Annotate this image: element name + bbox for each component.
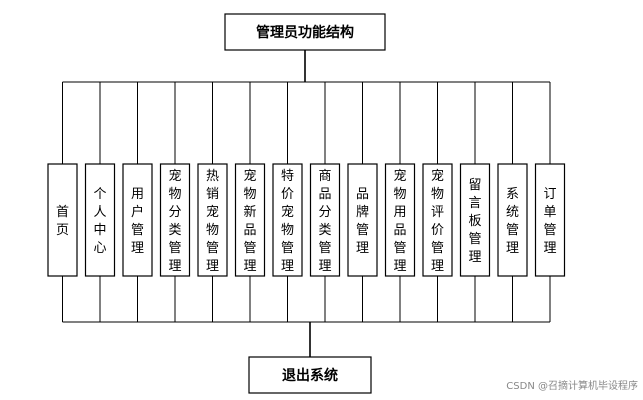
exit-node-label: 退出系统 bbox=[282, 367, 338, 384]
function-item-rect bbox=[459, 163, 491, 277]
function-item-label: 系统管理 bbox=[506, 187, 519, 256]
function-item-rect bbox=[422, 163, 453, 277]
function-item-rect bbox=[159, 163, 191, 277]
function-item-label: 首页 bbox=[56, 205, 69, 238]
function-item-box: 留言板管理 bbox=[459, 163, 491, 277]
function-item-label: 宠物新品管理 bbox=[243, 168, 256, 274]
function-item-rect bbox=[122, 163, 153, 277]
function-item-label: 用户管理 bbox=[131, 187, 144, 256]
function-item-label: 宠物分类管理 bbox=[168, 168, 181, 274]
function-item-rect bbox=[384, 163, 416, 277]
function-item-box: 品牌管理 bbox=[347, 163, 378, 277]
function-item-rect bbox=[234, 163, 266, 277]
function-item-label: 商品分类管理 bbox=[318, 169, 331, 274]
function-item-rect bbox=[272, 163, 303, 277]
function-item-box: 宠物新品管理 bbox=[234, 163, 266, 277]
function-item-label: 订单管理 bbox=[543, 187, 556, 256]
function-item-box: 宠物评价管理 bbox=[422, 163, 453, 277]
exit-node: 退出系统 bbox=[248, 356, 372, 394]
function-item-label: 热销宠物管理 bbox=[206, 169, 219, 274]
function-item-box: 宠物分类管理 bbox=[159, 163, 191, 277]
function-item-box: 热销宠物管理 bbox=[197, 163, 228, 277]
root-node: 管理员功能结构 bbox=[224, 13, 386, 51]
function-item-rect bbox=[84, 163, 116, 277]
function-item-rect bbox=[47, 163, 78, 277]
function-item-label: 宠物评价管理 bbox=[431, 168, 444, 274]
watermark-text: CSDN @召摘计算机毕设程序 bbox=[506, 379, 638, 392]
function-item-rect bbox=[309, 163, 341, 277]
function-item-label: 特价宠物管理 bbox=[281, 169, 294, 274]
function-item-box: 订单管理 bbox=[534, 163, 566, 277]
connector-lines bbox=[62, 50, 551, 357]
function-item-box: 个人中心 bbox=[84, 163, 116, 277]
function-items: 首页 个人中心 用户管理 宠物分类管理 热销宠物管理 宠物新品管理 特价宠物管理 商品分类管理… bbox=[47, 163, 566, 277]
function-item-rect bbox=[347, 163, 378, 277]
function-item-label: 留言板管理 bbox=[468, 178, 481, 265]
function-item-box: 首页 bbox=[47, 163, 78, 277]
function-item-rect bbox=[197, 163, 228, 277]
function-item-box: 系统管理 bbox=[497, 163, 528, 277]
function-item-label: 个人中心 bbox=[93, 187, 106, 256]
root-node-label: 管理员功能结构 bbox=[256, 24, 354, 41]
function-item-box: 商品分类管理 bbox=[309, 163, 341, 277]
function-item-box: 宠物用品管理 bbox=[384, 163, 416, 277]
function-item-rect bbox=[497, 163, 528, 277]
function-item-label: 品牌管理 bbox=[356, 187, 369, 256]
function-item-label: 宠物用品管理 bbox=[393, 168, 406, 274]
function-item-rect bbox=[534, 163, 566, 277]
function-item-box: 特价宠物管理 bbox=[272, 163, 303, 277]
function-item-box: 用户管理 bbox=[122, 163, 153, 277]
